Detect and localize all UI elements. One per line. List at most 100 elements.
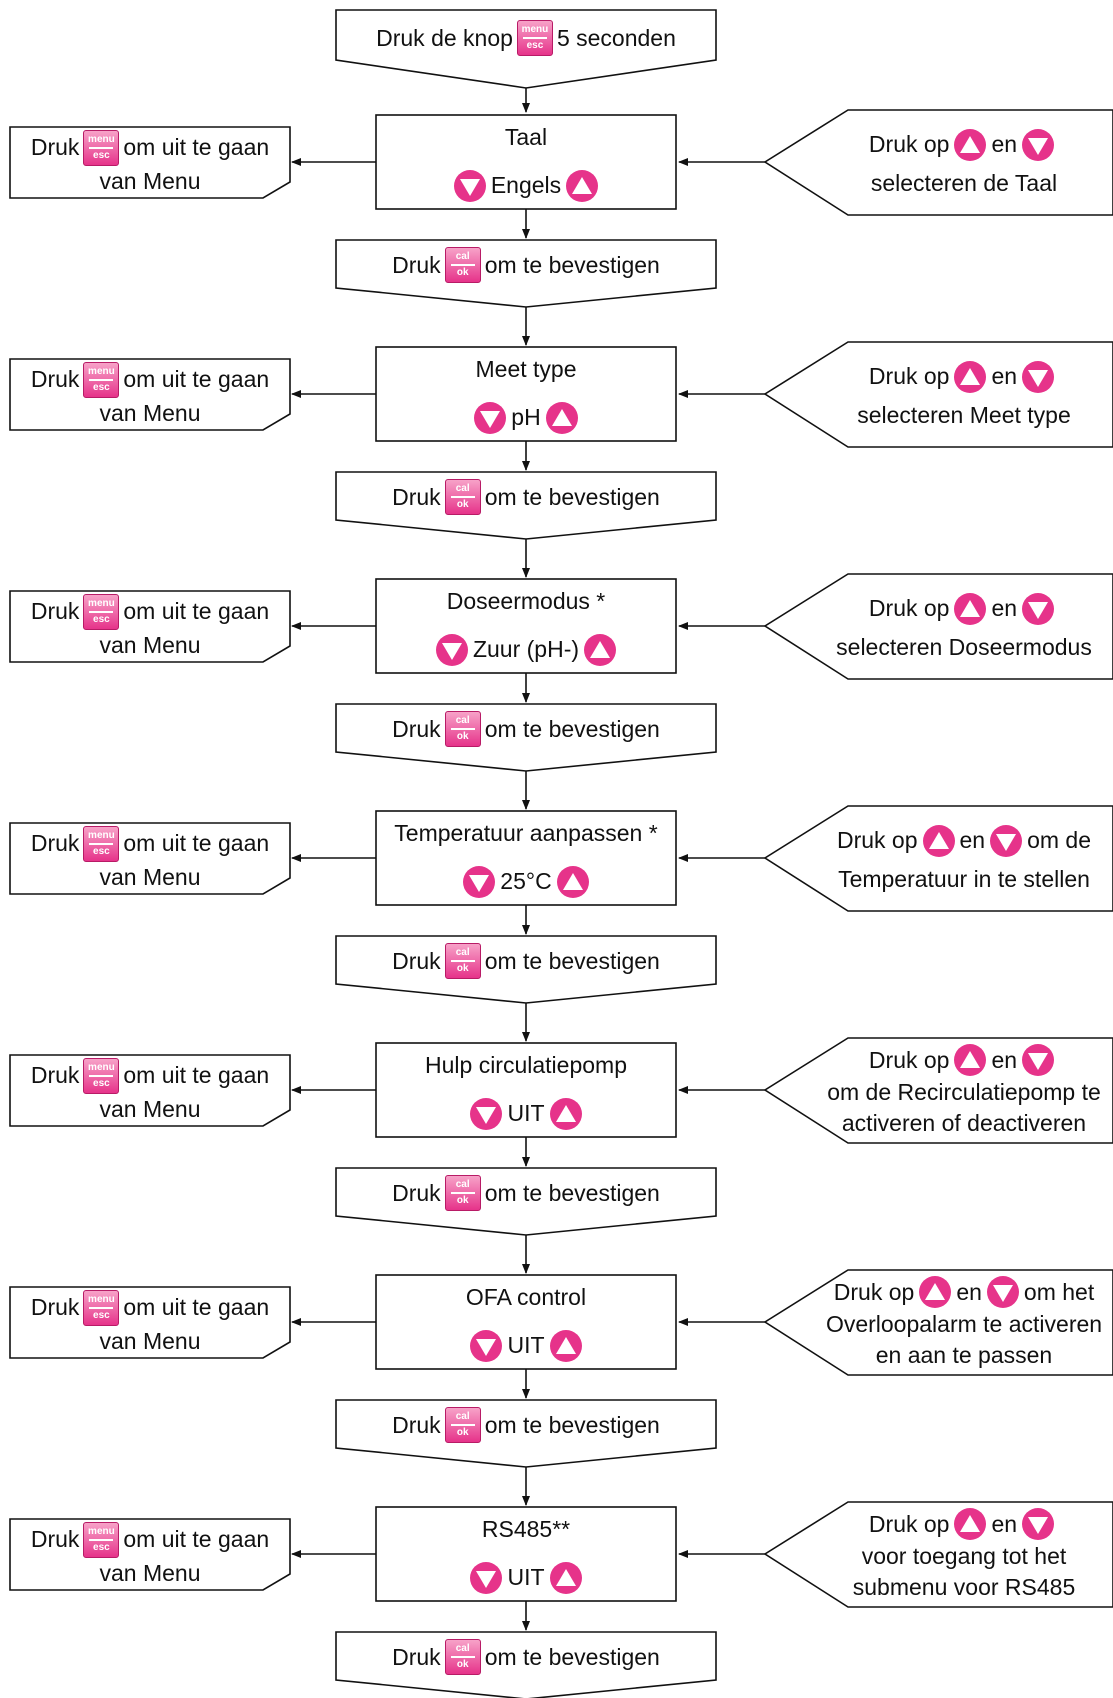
- step-7-process-box: [375, 1506, 677, 1602]
- help-prefix-text: Druk op: [868, 1046, 950, 1073]
- step-title: Temperatuur aanpassen *: [394, 819, 658, 846]
- key-divider: [450, 728, 475, 730]
- key-bottom-text: esc: [93, 381, 110, 393]
- key-divider: [89, 378, 114, 381]
- exit-line2-text: van Menu: [99, 399, 201, 426]
- triangle-down-icon: [1021, 592, 1055, 626]
- step-7-value-row: UIT: [376, 1561, 676, 1595]
- confirm-prefix-text: Druk: [392, 483, 441, 510]
- help-line-text: Overloopalarm te activeren: [825, 1311, 1103, 1337]
- help-line-3: submenu voor RS485: [826, 1572, 1102, 1603]
- step-value: UIT: [507, 1100, 545, 1126]
- step-4-exit-box: [9, 822, 291, 895]
- step-7-exit-box: [9, 1518, 291, 1591]
- step-4-content: Temperatuur aanpassen *25°C: [376, 813, 676, 903]
- key-bottom-text: esc: [93, 1077, 110, 1089]
- help-mid-text: en: [991, 1510, 1018, 1537]
- key-top-text: menu: [88, 829, 115, 841]
- help-line-1: Druk op en: [826, 1043, 1102, 1077]
- key-divider: [450, 1192, 475, 1194]
- help-line-text: selecteren Meet type: [857, 401, 1071, 428]
- triangle-up-icon: [953, 1507, 987, 1541]
- key-divider: [89, 1538, 114, 1541]
- triangle-down-icon: [986, 1275, 1020, 1309]
- exit-line-2: van Menu: [10, 398, 290, 429]
- exit-line-2: van Menu: [10, 1558, 290, 1589]
- help-line-2: om de Recirculatiepomp te: [826, 1077, 1102, 1108]
- key-top-text: cal: [455, 483, 470, 494]
- help-line-text: selecteren Doseermodus: [836, 633, 1092, 660]
- step-value: pH: [511, 404, 541, 430]
- triangle-down-icon: [435, 633, 469, 667]
- exit-prefix-text: Druk: [30, 830, 80, 856]
- help-line-text: selecteren de Taal: [870, 169, 1058, 196]
- exit-line-2: van Menu: [10, 862, 290, 893]
- exit-prefix-text: Druk: [30, 1294, 80, 1320]
- triangle-up-icon: [583, 633, 617, 667]
- confirm-suffix-text: om te bevestigen: [484, 1411, 660, 1438]
- key-bottom-text: ok: [456, 267, 469, 278]
- key-top-text: cal: [455, 251, 470, 262]
- triangle-down-icon: [1021, 1043, 1055, 1077]
- step-6-exit-box: [9, 1286, 291, 1359]
- key-top-text: cal: [455, 947, 470, 958]
- step-2-exit-box: [9, 358, 291, 431]
- key-top-text: menu: [88, 1293, 115, 1305]
- exit-suffix-text: om uit te gaan: [123, 1526, 270, 1552]
- step-title: Taal: [504, 123, 548, 150]
- exit-prefix-text: Druk: [30, 1062, 80, 1088]
- triangle-up-icon: [556, 865, 590, 899]
- step-3-title-row: Doseermodus *: [376, 586, 676, 617]
- exit-line-2: van Menu: [10, 166, 290, 197]
- help-mid-text: en: [991, 1046, 1018, 1073]
- confirm-prefix-text: Druk: [392, 1179, 441, 1206]
- step-value: Zuur (pH-): [472, 636, 580, 662]
- start-suffix-text: 5 seconden: [556, 24, 676, 51]
- key-top-text: menu: [88, 365, 115, 377]
- help-line-2: Overloopalarm te activeren: [826, 1309, 1102, 1340]
- exit-suffix-text: om uit te gaan: [123, 1062, 270, 1088]
- exit-prefix-text: Druk: [30, 366, 80, 392]
- exit-line-2: van Menu: [10, 1326, 290, 1357]
- exit-line2-text: van Menu: [99, 1095, 201, 1122]
- triangle-down-icon: [469, 1561, 503, 1595]
- exit-prefix-text: Druk: [30, 1526, 80, 1552]
- help-line-2: Temperatuur in te stellen: [826, 864, 1102, 895]
- triangle-up-icon: [549, 1329, 583, 1363]
- step-2-title-row: Meet type: [376, 354, 676, 385]
- step-7-confirm-shape: [335, 1631, 717, 1698]
- confirm-prefix-text: Druk: [392, 1643, 441, 1670]
- confirm-prefix-text: Druk: [392, 1411, 441, 1438]
- step-1-confirm-shape: [335, 239, 717, 308]
- triangle-up-icon: [953, 1043, 987, 1077]
- exit-line2-text: van Menu: [99, 631, 201, 658]
- step-4-confirm-shape: [335, 935, 717, 1004]
- triangle-down-icon: [453, 169, 487, 203]
- key-divider: [89, 842, 114, 845]
- step-7-content: RS485**UIT: [376, 1509, 676, 1599]
